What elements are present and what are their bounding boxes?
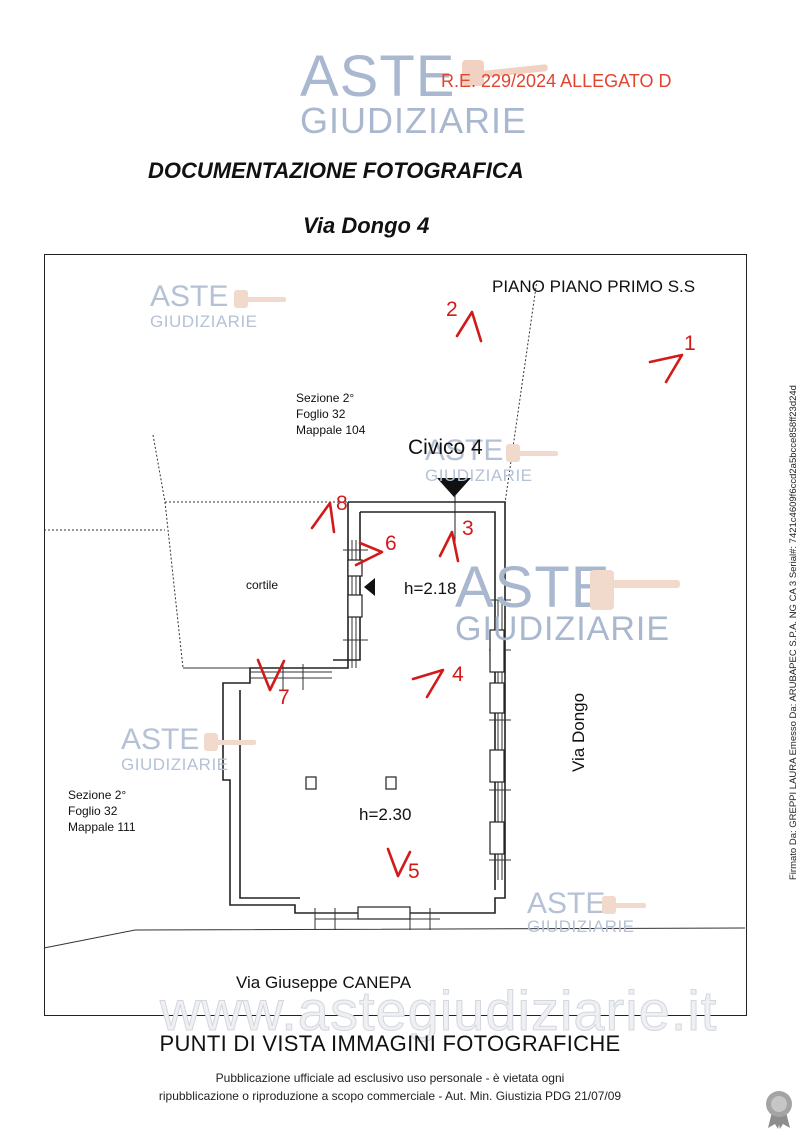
section-top-line1: Sezione 2° — [296, 391, 355, 405]
height-upper: h=2.18 — [404, 579, 457, 598]
footer-line-2: ripubblicazione o riproduzione a scopo c… — [158, 1089, 622, 1103]
viewpoint-arrow-5 — [386, 847, 412, 878]
section-top-line3: Mappale 104 — [296, 423, 366, 437]
gavel-icon — [590, 570, 680, 610]
viewpoint-arrow-4 — [411, 668, 445, 699]
civico-label: Civico 4 — [408, 436, 483, 459]
plan-watermark-giudiziarie: GIUDIZIARIE — [425, 466, 533, 485]
page-title: DOCUMENTAZIONE FOTOGRAFICA — [148, 158, 524, 183]
viewpoint-arrow-7 — [256, 658, 286, 692]
street-bottom-label: Via Giuseppe CANEPA — [236, 973, 412, 992]
viewpoint-label-3: 3 — [462, 517, 474, 540]
gavel-icon — [506, 444, 558, 462]
plan-watermark-aste: ASTE — [150, 280, 229, 313]
plan-watermark-giudiziarie: GIUDIZIARIE — [527, 917, 635, 936]
page-subtitle: Via Dongo 4 — [303, 213, 430, 238]
plan-watermark-aste: ASTE — [527, 887, 606, 920]
plan-watermark-giudiziarie: GIUDIZIARIE — [121, 755, 229, 774]
gavel-icon — [602, 896, 646, 914]
viewpoint-arrow-3 — [438, 530, 460, 563]
viewpoint-arrow-6 — [354, 541, 384, 567]
viewpoint-arrow-8 — [310, 501, 336, 534]
viewpoint-label-1: 1 — [684, 332, 696, 355]
plan-watermark-giudiziarie-large: GIUDIZIARIE — [455, 610, 671, 648]
plan-watermark-giudiziarie: GIUDIZIARIE — [150, 312, 258, 331]
header-logo-aste: ASTE — [300, 44, 456, 109]
viewpoint-label-7: 7 — [278, 686, 290, 709]
section-top: Sezione 2° Foglio 32 Mappale 104 — [296, 390, 365, 438]
gavel-icon — [234, 290, 286, 308]
viewpoint-arrow-2 — [455, 310, 483, 343]
plan-watermark-aste-large: ASTE — [455, 555, 611, 620]
section-left-line1: Sezione 2° — [68, 788, 127, 802]
plan-watermark-aste: ASTE — [425, 434, 504, 467]
digital-signature-stamp: Firmato Da: GREPPI LAURA Emesso Da: ARUB… — [788, 385, 799, 880]
floor-label: PIANO PIANO PRIMO S.S — [492, 277, 696, 296]
section-left-line3: Mappale 111 — [68, 820, 136, 834]
header-logo-giudiziarie: GIUDIZIARIE — [300, 100, 528, 141]
floor-plan-frame — [44, 254, 747, 1016]
height-lower: h=2.30 — [359, 805, 412, 824]
viewpoint-arrow-1 — [648, 353, 684, 384]
footer-line-1: Pubblicazione ufficiale ad esclusivo uso… — [215, 1071, 565, 1085]
section-left-line2: Foglio 32 — [68, 804, 118, 818]
section-left: Sezione 2° Foglio 32 Mappale 111 — [68, 787, 136, 835]
reference-label: R.E. 229/2024 ALLEGATO D — [441, 71, 672, 91]
plan-caption: PUNTI DI VISTA IMMAGINI FOTOGRAFICHE — [159, 1031, 621, 1056]
viewpoint-label-6: 6 — [385, 532, 397, 555]
site-watermark: www.astegiudiziarie.it — [159, 979, 718, 1043]
viewpoint-label-5: 5 — [408, 860, 420, 883]
seal-icon — [766, 1091, 792, 1129]
gavel-icon — [462, 60, 548, 86]
viewpoint-label-4: 4 — [452, 663, 464, 686]
section-top-line2: Foglio 32 — [296, 407, 346, 421]
gavel-icon — [204, 733, 256, 751]
viewpoint-label-8: 8 — [336, 492, 348, 515]
viewpoint-label-2: 2 — [446, 298, 458, 321]
plan-watermark-aste: ASTE — [121, 723, 200, 756]
courtyard-label: cortile — [246, 578, 279, 592]
